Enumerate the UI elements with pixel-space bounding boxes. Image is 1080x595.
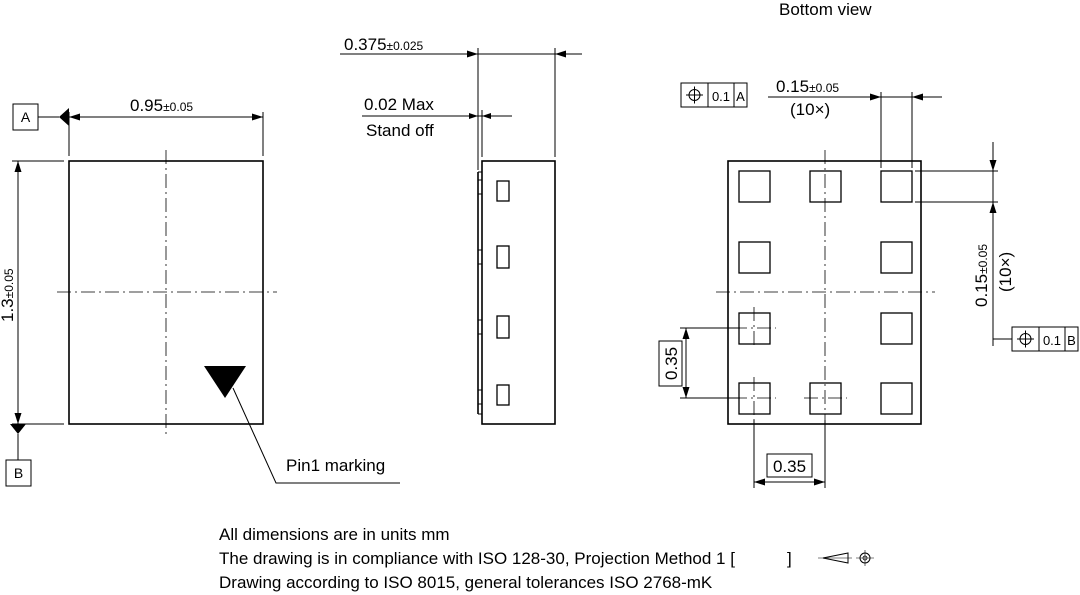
side-view-pad xyxy=(496,245,510,269)
datum-a-label: A xyxy=(21,109,31,125)
bottom-view-pad xyxy=(809,382,842,415)
pitch-vertical-dimension: 0.35 xyxy=(658,327,740,399)
bottom-view-pad xyxy=(880,382,913,415)
top-view: Pin1 marking xyxy=(57,150,400,484)
side-view xyxy=(477,160,556,425)
pitch-vertical-text: 0.35 xyxy=(662,347,681,380)
standoff-dimension: 0.02 Max Stand off xyxy=(362,95,512,157)
side-view-body xyxy=(481,160,556,425)
datum-a: A xyxy=(12,103,69,131)
note-units: All dimensions are in units mm xyxy=(219,525,450,544)
datum-b: B xyxy=(5,424,32,487)
thickness-dimension-text: 0.375±0.025 xyxy=(344,35,423,54)
pitch-horizontal-dimension: 0.35 xyxy=(753,420,826,488)
bottom-view-body xyxy=(727,160,922,425)
tolerance-frame-top-datum: A xyxy=(736,89,745,104)
side-view-pad xyxy=(496,315,510,339)
width-dimension-text: 0.95±0.05 xyxy=(130,96,193,115)
bottom-view-pad xyxy=(880,312,913,345)
projection-method-icon xyxy=(818,550,874,566)
pin1-marker-icon xyxy=(204,366,246,398)
pitch-horizontal-box xyxy=(766,453,813,478)
pad-width-dimension: 0.15±0.05 (10×) xyxy=(768,77,942,168)
tolerance-frame-right-datum: B xyxy=(1067,333,1076,348)
position-icon xyxy=(1017,330,1034,348)
width-dimension: 0.95±0.05 xyxy=(68,96,264,156)
bottom-view-title: Bottom view xyxy=(779,0,872,19)
bottom-view xyxy=(716,150,935,436)
note-iso-128: The drawing is in compliance with ISO 12… xyxy=(219,549,792,568)
pin1-leader-line xyxy=(232,387,400,484)
bottom-view-pad xyxy=(809,170,842,203)
bottom-view-pad xyxy=(738,312,771,345)
datum-a-box xyxy=(12,103,39,131)
side-view-pad xyxy=(496,384,510,406)
height-dimension-text: 1.3±0.05 xyxy=(0,268,17,322)
tolerance-frame-top-value: 0.1 xyxy=(712,89,730,104)
bottom-view-pad xyxy=(738,170,771,203)
pad-height-dimension: 0.15±0.05 (10×) xyxy=(915,142,1015,346)
tolerance-frame-top: 0.1 A xyxy=(680,82,748,108)
datum-a-triangle-icon xyxy=(59,108,69,126)
datum-b-box xyxy=(5,459,32,487)
pad-width-dimension-text: 0.15±0.05 xyxy=(776,77,839,96)
tolerance-frame-right-value: 0.1 xyxy=(1043,333,1061,348)
bottom-view-pad xyxy=(738,382,771,415)
notes: All dimensions are in units mm The drawi… xyxy=(219,525,874,592)
side-view-pad xyxy=(496,180,510,202)
pad-height-dimension-text: 0.15±0.05 xyxy=(972,244,991,307)
bottom-view-pad xyxy=(880,170,913,203)
pin1-label: Pin1 marking xyxy=(286,456,385,475)
note-iso-8015: Drawing according to ISO 8015, general t… xyxy=(219,573,713,592)
datum-b-label: B xyxy=(14,465,23,481)
pad-width-count: (10×) xyxy=(790,100,830,119)
position-icon xyxy=(686,86,703,104)
standoff-text-line-2: Stand off xyxy=(366,121,434,140)
pitch-vertical-box xyxy=(658,340,683,387)
pad-height-count: (10×) xyxy=(996,252,1015,292)
pitch-horizontal-text: 0.35 xyxy=(773,457,806,476)
height-dimension: 1.3±0.05 xyxy=(0,160,64,425)
tolerance-frame-right: 0.1 B xyxy=(1011,326,1079,352)
datum-b-triangle-icon xyxy=(10,424,26,434)
thickness-dimension: 0.375±0.025 xyxy=(340,35,582,170)
bottom-view-pad xyxy=(880,241,913,274)
bottom-view-pad xyxy=(738,241,771,274)
standoff-text-line-1: 0.02 Max xyxy=(364,95,434,114)
